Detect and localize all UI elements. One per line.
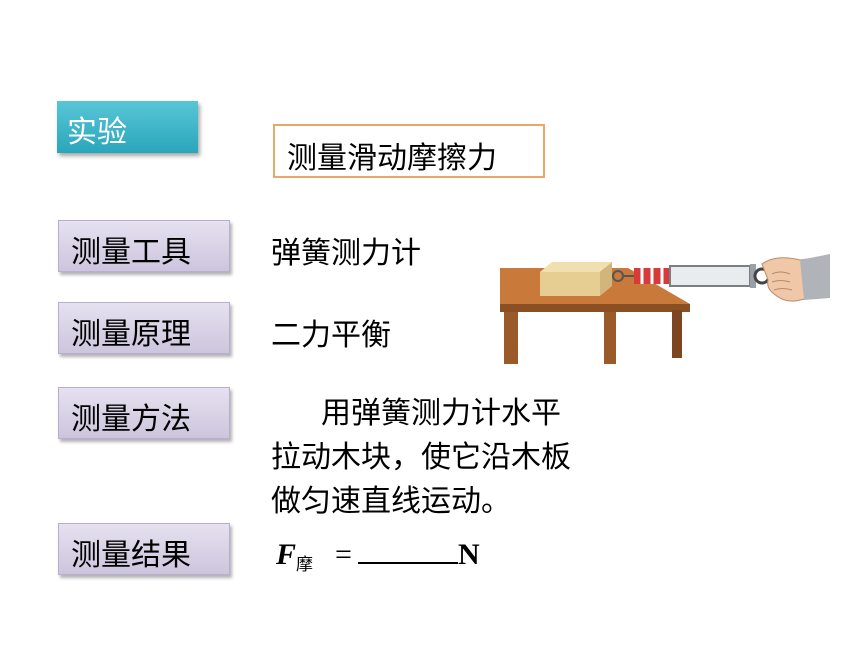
page-title: 测量滑动摩擦力 [273,124,545,178]
block-top [540,262,612,272]
experiment-badge: 实验 [57,101,198,153]
value-measuring-tool: 弹簧测力计 [271,236,421,271]
friction-symbol: F [276,538,297,571]
method-line-1: 用弹簧测力计水平 [321,396,561,431]
table-leg-back [672,310,682,358]
equals-sign: = [335,538,352,571]
block-side [600,262,612,296]
value-measuring-method: 用弹簧测力计水平 拉动木块，使它沿木板 做匀速直线运动。 [271,392,611,524]
label-measuring-result: 测量结果 [58,523,230,575]
result-blank [357,540,458,564]
spring-scale-body [669,265,751,287]
method-line-3: 做匀速直线运动。 [271,484,511,519]
table-edge [500,304,690,312]
method-line-2: 拉动木块，使它沿木板 [271,440,571,475]
value-measuring-principle: 二力平衡 [271,318,391,353]
table-leg-front [504,312,518,364]
friction-subscript: 摩 [296,555,314,575]
spring-scale-illustration [500,254,830,364]
wooden-block [540,272,600,296]
table-leg-middle [604,312,616,364]
sleeve [800,254,830,300]
label-measuring-principle: 测量原理 [58,302,230,354]
spring-scale-end-cap [750,264,756,288]
label-measuring-method: 测量方法 [58,387,230,439]
label-measuring-tool: 测量工具 [58,220,230,272]
result-unit: N [457,538,480,571]
result-formula: F摩 = N [276,538,480,575]
